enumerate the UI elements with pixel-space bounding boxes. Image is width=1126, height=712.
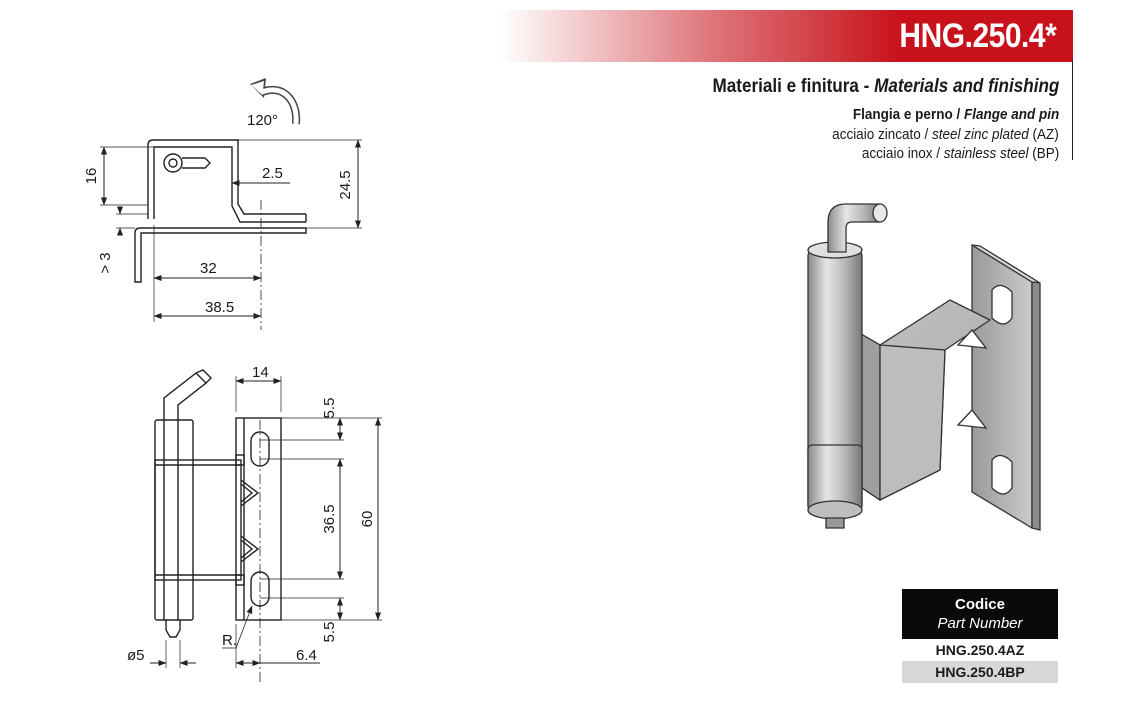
dim-24-5: 24.5 [337, 170, 354, 199]
dim-16: 16 [83, 168, 100, 185]
dim-diameter-5: ø5 [127, 647, 145, 664]
mounting-plate-outline [134, 227, 307, 283]
material-option-code: (BP) [1028, 145, 1059, 162]
dim-32: 32 [200, 260, 217, 277]
part-number-row: HNG.250.4BP [902, 661, 1058, 683]
material-option-it: acciaio zincato / [832, 126, 933, 143]
dim-5-5-bottom: 5.5 [321, 622, 338, 643]
header-divider [1072, 60, 1073, 160]
title-banner [500, 10, 1073, 62]
material-option-en: steel zinc plated [932, 126, 1030, 143]
dim-radius: R. [222, 632, 237, 649]
top-view [134, 78, 307, 283]
materials-title: Materiali e finitura - Materials and fin… [712, 76, 1059, 98]
materials-title-it: Materiali e finitura - [712, 76, 874, 97]
material-option-code: (AZ) [1029, 126, 1059, 143]
materials-subtitle: Flangia e perno / Flange and pin [853, 106, 1059, 123]
dim-36-5: 36.5 [321, 504, 338, 533]
material-option-stainless: acciaio inox / stainless steel (BP) [862, 145, 1059, 162]
part-number-row: HNG.250.4AZ [935, 642, 1025, 658]
side-plate [235, 417, 282, 621]
part-number-table: Codice Part Number HNG.250.4AZ HNG.250.4… [902, 589, 1058, 683]
material-option-zinc: acciaio zincato / steel zinc plated (AZ) [832, 126, 1059, 143]
dim-6-4: 6.4 [296, 647, 317, 664]
material-option-it: acciaio inox / [861, 145, 944, 162]
part-number-table-header: Codice Part Number [902, 589, 1058, 639]
dim-2-5: 2.5 [262, 165, 283, 182]
dim-angle: 120° [247, 112, 278, 129]
dim-60: 60 [359, 511, 376, 528]
product-code-title: HNG.250.4* [899, 17, 1056, 55]
dim-greater-3: > 3 [97, 252, 114, 273]
material-option-en: stainless steel [943, 145, 1029, 162]
l-flange-outline [147, 139, 257, 219]
header-codice: Codice [954, 596, 1005, 613]
hinge-3d-render [807, 203, 1041, 531]
dim-5-5-top: 5.5 [321, 398, 338, 419]
materials-title-en: Materials and finishing [873, 76, 1059, 97]
materials-subtitle-en: Flange and pin [963, 106, 1059, 123]
pin-circle [163, 153, 183, 173]
front-view [154, 369, 282, 638]
barrel [154, 419, 194, 621]
dim-38-5: 38.5 [205, 299, 234, 316]
dim-14: 14 [252, 364, 269, 381]
flange-block [154, 459, 242, 581]
materials-subtitle-it: Flangia e perno / [852, 106, 964, 123]
header-part-number: Part Number [937, 615, 1023, 632]
